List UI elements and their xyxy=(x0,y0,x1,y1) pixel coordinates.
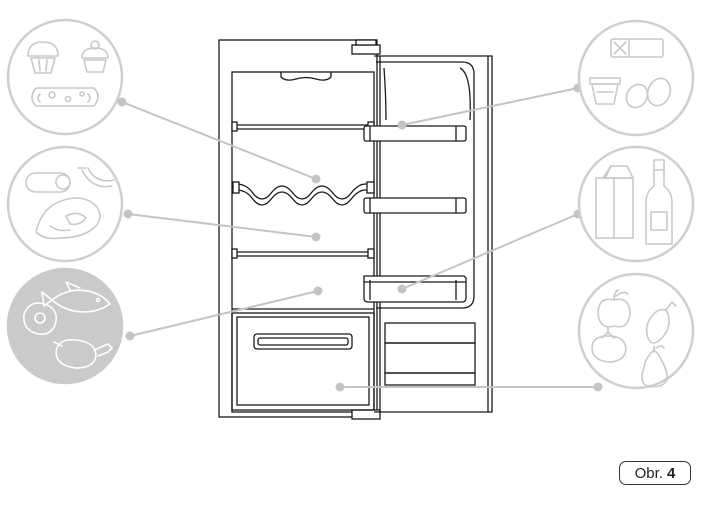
milk-carton-icon xyxy=(595,165,634,239)
zone-circle-sausages-ham xyxy=(6,145,124,263)
zone-circle-pastries-cheese xyxy=(6,18,124,136)
yogurt-icon xyxy=(589,77,621,105)
poultry-icon xyxy=(53,338,113,369)
figure-label: Obr. 4 xyxy=(619,461,691,485)
apple-icon xyxy=(597,289,631,328)
fridge-cabinet xyxy=(218,39,378,418)
lower-glass-shelf xyxy=(231,248,375,259)
leader-lines xyxy=(117,83,603,392)
fridge xyxy=(218,39,493,420)
zone-circle-meat-fish xyxy=(6,267,124,385)
pepper-icon xyxy=(645,301,677,344)
figure-label-number: 4 xyxy=(667,464,676,482)
salami-icon xyxy=(25,172,71,193)
cheese-icon xyxy=(31,87,99,107)
fridge-door xyxy=(363,55,493,413)
sausage-icon xyxy=(77,167,115,188)
figure-label-prefix: Obr. xyxy=(634,464,663,482)
butter-icon xyxy=(610,38,664,58)
top-hinge xyxy=(351,44,381,55)
tomato-icon xyxy=(591,327,627,363)
interior-light xyxy=(280,72,332,81)
door-shelf-bottom xyxy=(363,275,467,303)
door-shelf-top xyxy=(363,125,467,142)
muffin-icon xyxy=(27,41,59,74)
bottle-rack xyxy=(232,181,375,206)
crisper-drawer xyxy=(231,308,375,411)
drawer-handle xyxy=(253,333,353,350)
door-shelf-middle xyxy=(363,197,467,214)
egg-icon xyxy=(625,77,672,109)
pear-icon xyxy=(641,345,668,388)
zone-circle-dairy-eggs xyxy=(577,19,695,137)
zone-circle-fruit-veg xyxy=(577,272,695,390)
zone-circle-drinks xyxy=(577,145,695,263)
fish-icon xyxy=(41,281,111,313)
ham-icon xyxy=(35,197,101,240)
upper-shelf xyxy=(231,121,375,132)
cupcake-icon xyxy=(81,40,109,73)
steak-icon xyxy=(22,302,58,336)
bottle-icon xyxy=(645,159,673,245)
